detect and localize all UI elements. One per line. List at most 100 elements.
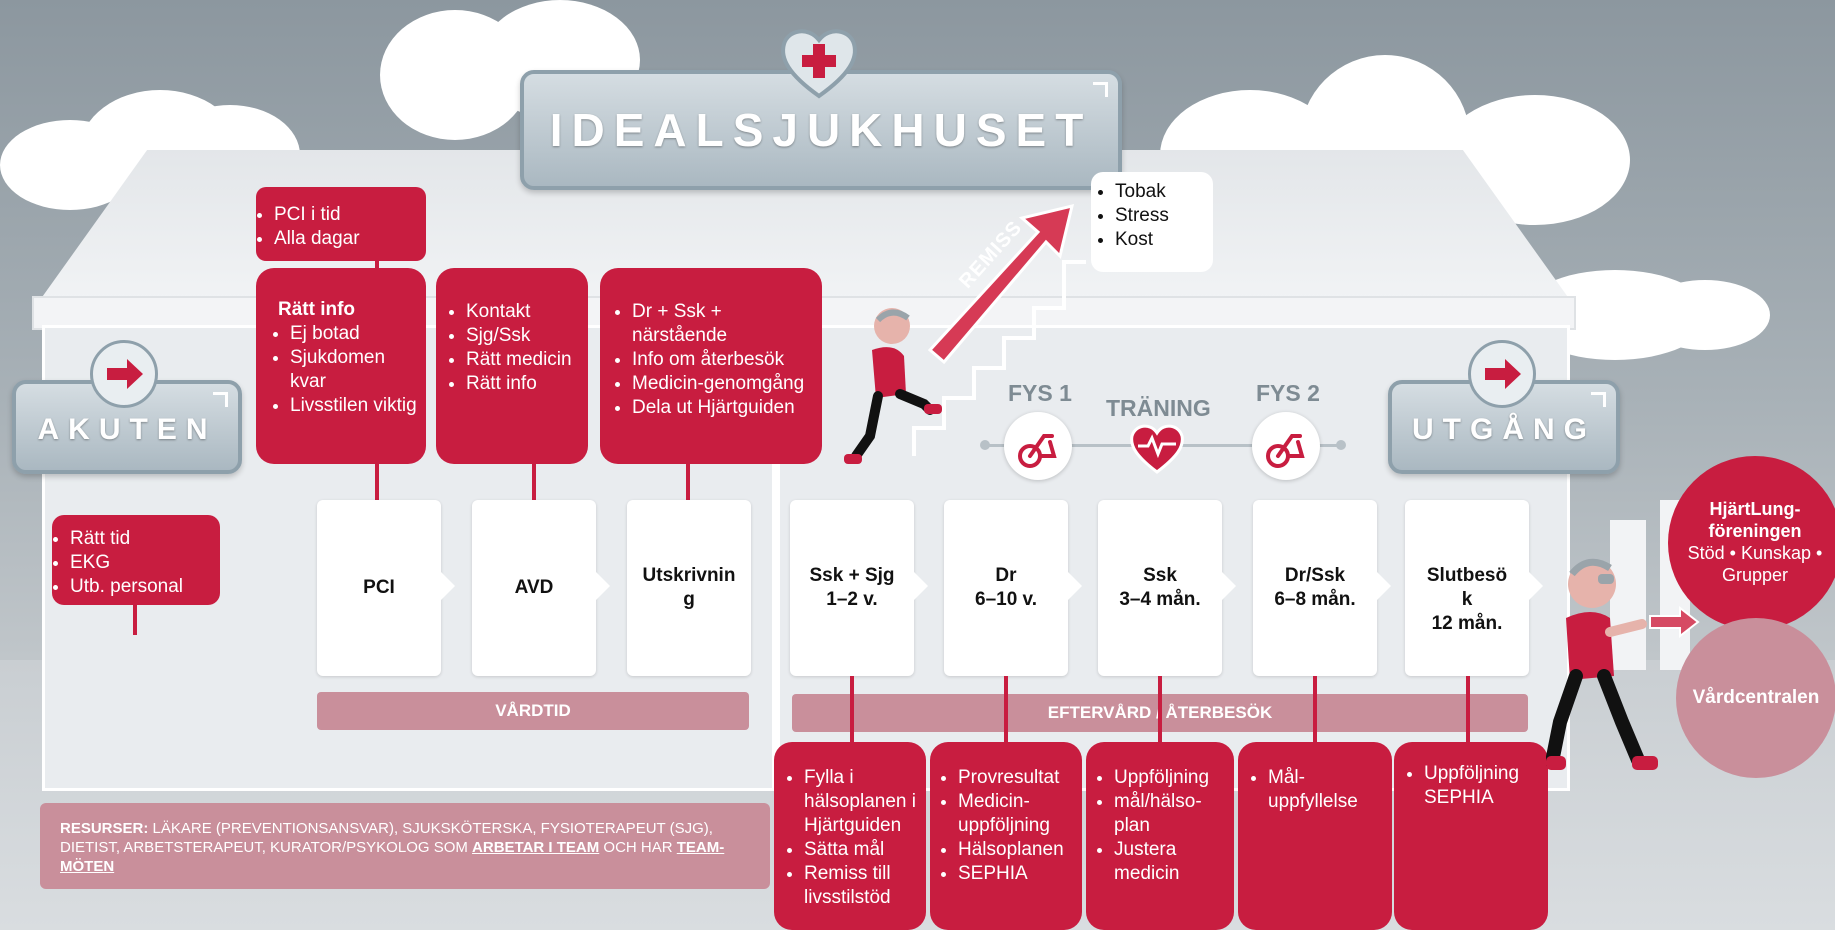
step-card: Slutbesö k 12 mån. (1405, 500, 1543, 676)
resources-text: LÄKARE (PREVENTIONSANSVAR), SJUKSKÖTERSK… (60, 820, 713, 856)
vardcentralen-circle: Vårdcentralen (1676, 618, 1835, 778)
card-arrow (1222, 572, 1236, 600)
stage-dot (1336, 440, 1346, 450)
box-heading: Rätt info (278, 299, 356, 320)
card-arrow (914, 572, 928, 600)
list-item: Hälsoplanen (958, 838, 1078, 862)
connector-line (375, 260, 379, 270)
step-label: AVD (514, 577, 554, 598)
heartbeat-icon (1130, 422, 1184, 474)
list-item: Medicin-uppföljning (958, 790, 1078, 838)
traning-label: TRÄNING (1106, 395, 1211, 421)
followup-box: Uppföljning mål/hälso-plan Justera medic… (1086, 742, 1234, 930)
list-item: SEPHIA (958, 862, 1078, 886)
list-item: Dela ut Hjärtguiden (632, 396, 822, 420)
card-arrow (1529, 572, 1543, 600)
list-item: Fylla i hälsoplanen i Hjärtguiden (804, 766, 922, 838)
list-item: Utb. personal (70, 575, 220, 599)
page-title: IDEALSJUKHUSET (549, 104, 1093, 156)
list-item: Uppföljning SEPHIA (1424, 762, 1544, 810)
followup-box: Provresultat Medicin-uppföljning Hälsopl… (930, 742, 1082, 930)
sign-corner (213, 392, 228, 407)
step-card: PCI (317, 500, 455, 676)
list-item: Kontakt (466, 300, 588, 324)
utgang-label: UTGÅNG (1412, 413, 1596, 446)
step-card: Dr/Ssk 6–8 mån. (1253, 500, 1391, 676)
step-card: Dr 6–10 v. (944, 500, 1082, 676)
list-item: Rätt medicin (466, 348, 588, 372)
hjartlung-text: Stöd • Kunskap • Grupper (1687, 543, 1823, 585)
step-card: Ssk + Sjg 1–2 v. (790, 500, 928, 676)
step-label: Utskrivnin g (642, 565, 736, 610)
cloud (1640, 280, 1770, 350)
akuten-sign: AKUTEN (12, 380, 242, 474)
stairs (910, 258, 1090, 458)
list-item: Info om återbesök (632, 348, 822, 372)
team-meetings-link[interactable]: TEAM-MÖTEN (60, 839, 725, 875)
list-item: Kost (1115, 228, 1213, 252)
climbing-person-icon (834, 306, 944, 468)
list-item: Provresultat (958, 766, 1078, 790)
list-item: Sätta mål (804, 838, 922, 862)
remiss-arrow (920, 200, 1080, 370)
list-item: Sjukdomen kvar (290, 346, 426, 394)
exercise-bike-icon (1004, 412, 1072, 480)
list-item: Sjg/Ssk (466, 324, 588, 348)
utskrivning-info-box: Dr + Ssk + närstående Info om återbesök … (600, 268, 822, 464)
heart-plus-icon (778, 22, 860, 100)
vardcentralen-label: Vårdcentralen (1692, 687, 1820, 708)
step-label: Dr 6–10 v. (975, 565, 1037, 610)
connector-line (1004, 676, 1008, 744)
exercise-bike-icon (1252, 412, 1320, 480)
list-item: Livsstilen viktig (290, 394, 426, 418)
list-item: Remiss till livsstilstöd (804, 862, 922, 910)
list-item: Uppföljning (1114, 766, 1230, 790)
akuten-label: AKUTEN (37, 413, 217, 446)
connector-line (133, 605, 137, 635)
utgang-sign: UTGÅNG (1388, 380, 1620, 474)
house-divider (772, 460, 780, 790)
list-item: Ej botad (290, 322, 426, 346)
step-label: Ssk 3–4 mån. (1119, 565, 1201, 610)
connector-line (1313, 676, 1317, 744)
list-item: Rätt tid (70, 527, 220, 551)
walking-person-icon (1545, 552, 1666, 782)
list-item: PCI i tid (274, 203, 426, 227)
connector-line (850, 676, 854, 744)
hjartlung-title: HjärtLung-föreningen (1708, 499, 1802, 541)
ratt-info-box: Rätt info Ej botad Sjukdomen kvar Livsst… (256, 268, 426, 464)
resources-label: RESURSER: (60, 820, 149, 837)
card-arrow (441, 572, 455, 600)
arrow-right-icon (90, 340, 158, 408)
connector-line (686, 464, 690, 500)
connector-line (375, 464, 379, 500)
fys1-label: FYS 1 (1008, 380, 1072, 406)
stage-dot (980, 440, 990, 450)
list-item: Alla dagar (274, 227, 426, 251)
pillar (1610, 520, 1646, 670)
card-arrow (1068, 572, 1082, 600)
akuten-box: Rätt tid EKG Utb. personal (52, 515, 220, 605)
vardtid-bar: VÅRDTID (317, 692, 749, 730)
list-item: Tobak (1115, 180, 1213, 204)
resources-box: RESURSER: LÄKARE (PREVENTIONSANSVAR), SJ… (40, 803, 770, 889)
pci-time-box: PCI i tid Alla dagar (256, 187, 426, 261)
list-item: Stress (1115, 204, 1213, 228)
list-item: EKG (70, 551, 220, 575)
sign-corner (1591, 392, 1606, 407)
hjartlung-circle: HjärtLung-föreningen Stöd • Kunskap • Gr… (1668, 456, 1835, 630)
step-label: Slutbesö k 12 mån. (1426, 565, 1508, 634)
arrow-right-icon (1468, 340, 1536, 408)
step-label: Ssk + Sjg 1–2 v. (809, 565, 895, 610)
sign-corner (1093, 82, 1108, 97)
list-item: Dr + Ssk + närstående (632, 300, 822, 348)
list-item: Medicin-genomgång (632, 372, 822, 396)
followup-box: Fylla i hälsoplanen i Hjärtguiden Sätta … (774, 742, 926, 930)
connector-line (532, 464, 536, 500)
remiss-box: Tobak Stress Kost (1091, 172, 1213, 272)
step-label: PCI (363, 577, 395, 598)
team-link[interactable]: ARBETAR I TEAM (472, 839, 600, 856)
step-card: AVD (472, 500, 610, 676)
list-item: mål/hälso-plan (1114, 790, 1230, 838)
